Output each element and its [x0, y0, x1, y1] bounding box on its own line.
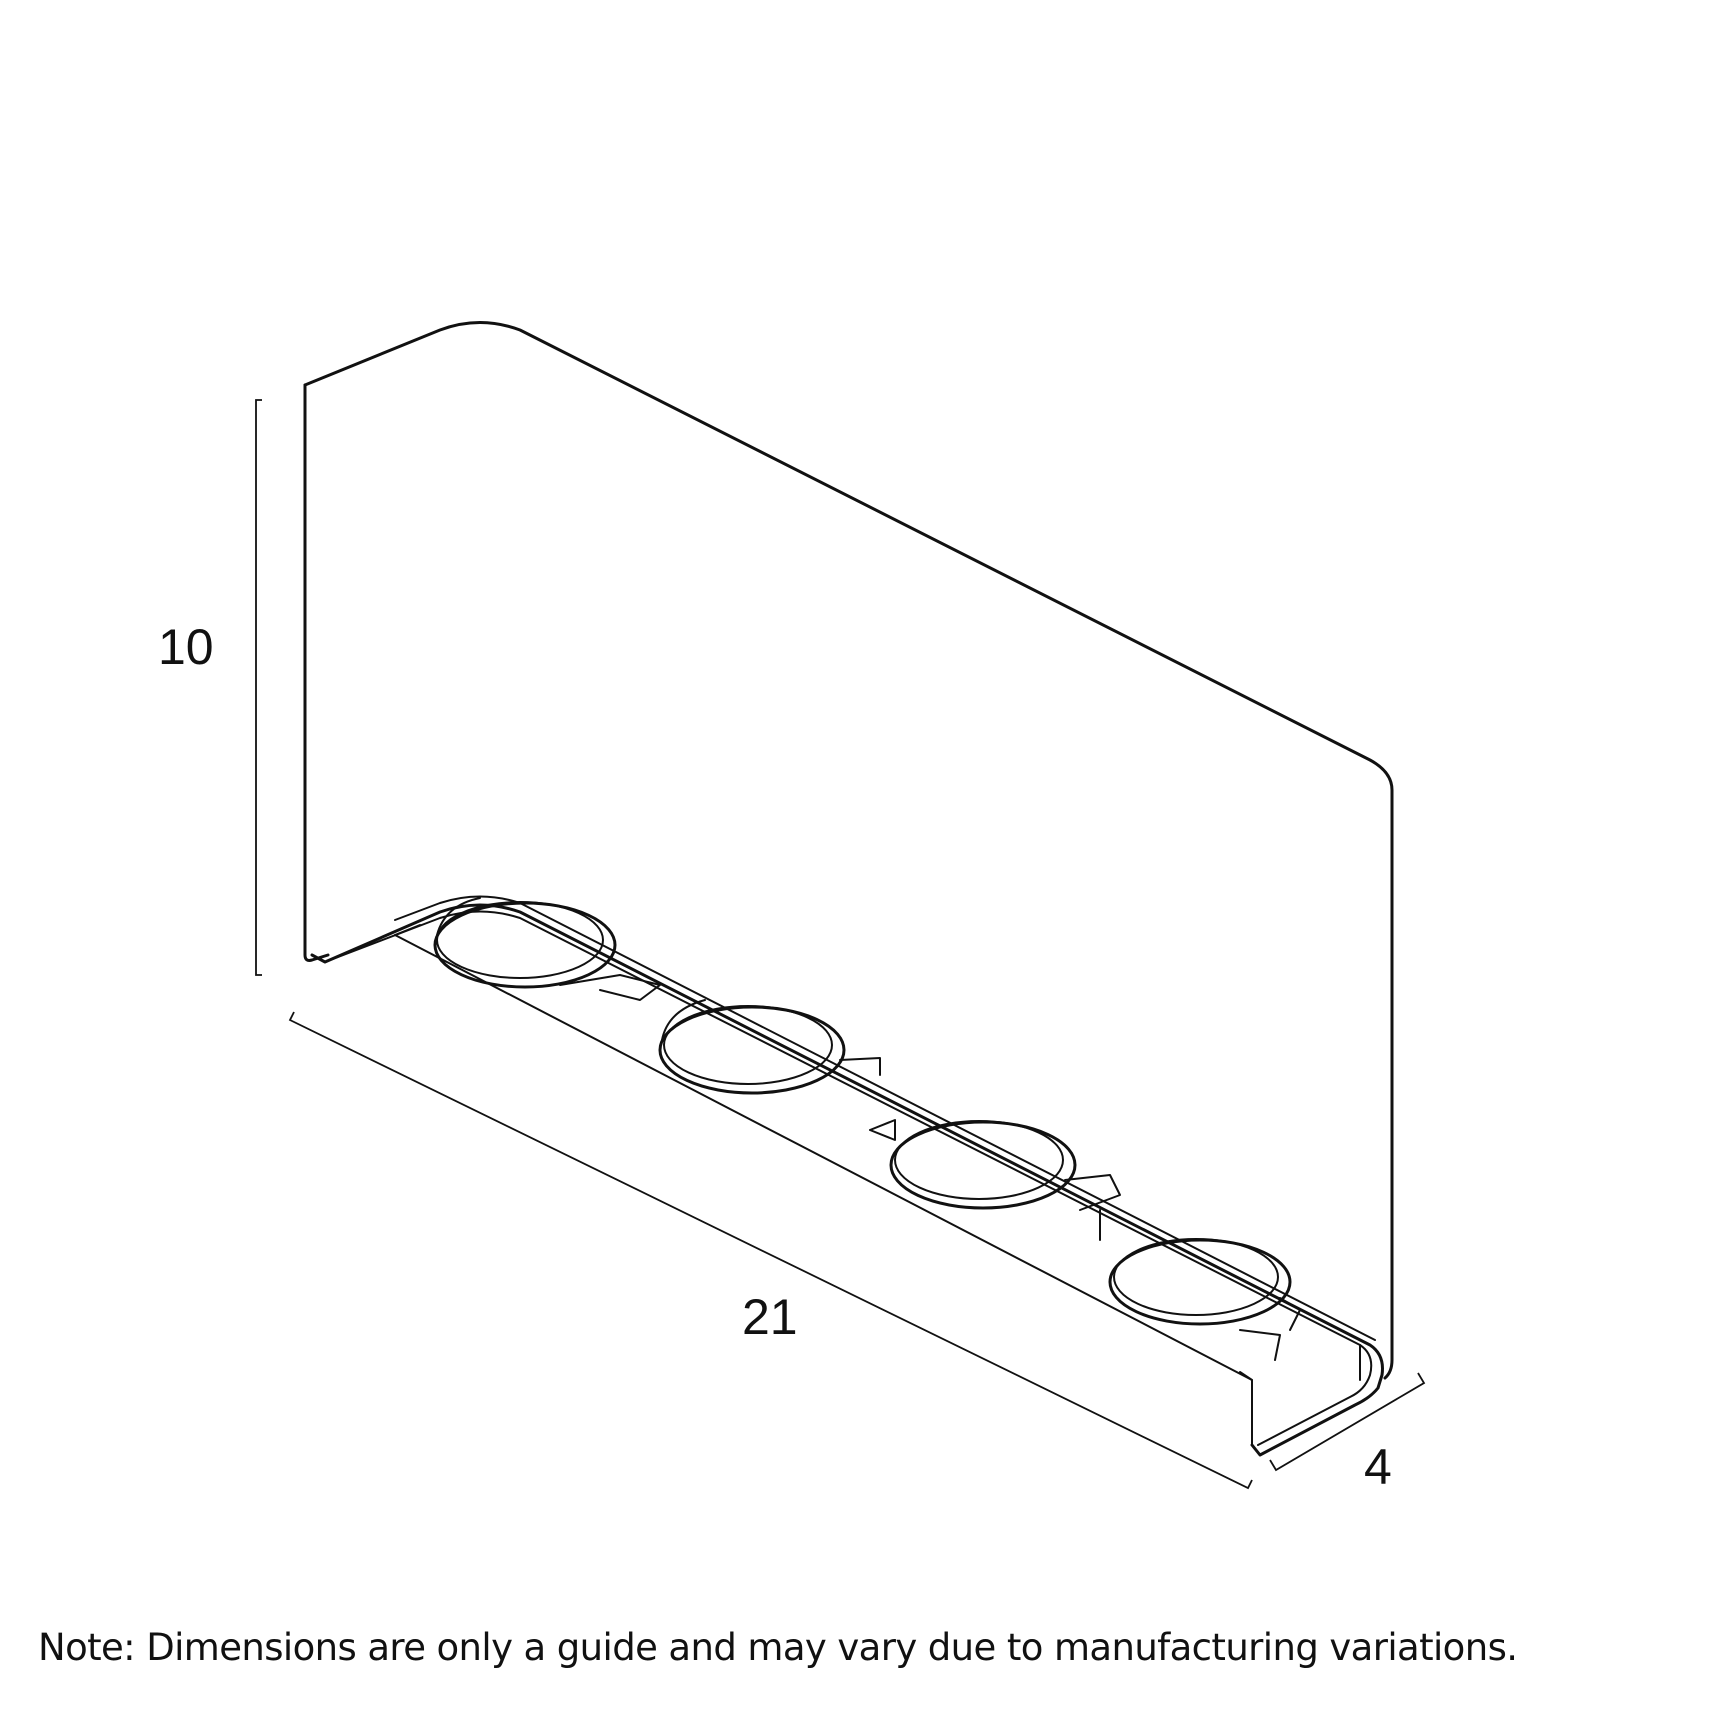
- disclaimer-note: Note: Dimensions are only a guide and ma…: [38, 1626, 1518, 1669]
- dimension-depth-label: 4: [1364, 1439, 1392, 1495]
- lens-1: [433, 897, 661, 1001]
- dimension-line-depth: [1269, 1372, 1426, 1472]
- dimension-line-height: [255, 399, 262, 976]
- fixture-channel: [394, 924, 1253, 1381]
- dimension-line-width: [288, 1011, 1253, 1490]
- fixture-front-face: [303, 321, 1394, 1380]
- dimension-height-label: 10: [158, 619, 214, 675]
- dimension-width-label: 21: [742, 1289, 798, 1345]
- lens-4: [1108, 1238, 1301, 1361]
- lens-3: [869, 1119, 1121, 1241]
- lens-2: [658, 999, 881, 1095]
